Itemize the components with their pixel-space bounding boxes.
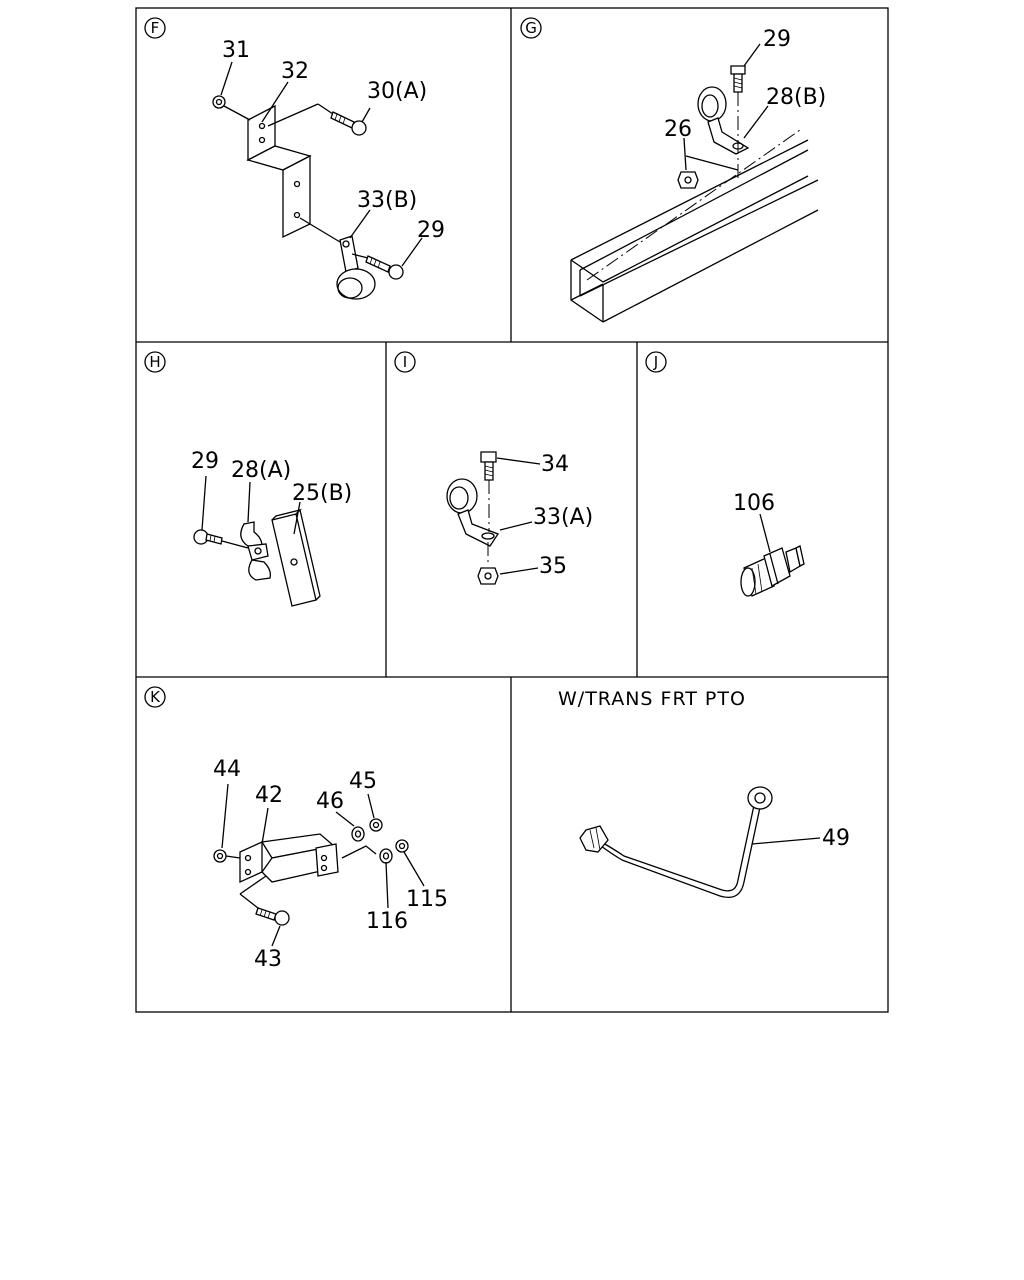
panel-g: G	[520, 17, 826, 323]
nut-44	[213, 849, 241, 863]
clamp-28b	[697, 86, 750, 155]
pipe-49	[579, 786, 773, 899]
callout-33a: 33(A)	[533, 505, 593, 530]
fitting-106	[740, 545, 805, 597]
callout-44: 44	[213, 757, 241, 782]
callout-106: 106	[733, 491, 775, 516]
callout-32: 32	[281, 59, 309, 84]
panel-caption: W/TRANS FRT PTO	[558, 688, 746, 710]
callout-42: 42	[255, 783, 283, 808]
panel-i: I 34 33(A) 35	[394, 351, 593, 585]
svg-text:H: H	[149, 353, 160, 371]
section-badge-f: F	[144, 17, 166, 39]
callout-35: 35	[539, 554, 567, 579]
section-badge-i: I	[394, 351, 416, 373]
panel-k: K	[144, 686, 448, 972]
bracket-32	[246, 104, 312, 239]
frame-channel	[570, 139, 819, 323]
washer-46	[351, 826, 365, 842]
callout-43: 43	[254, 947, 282, 972]
bolt-30a	[267, 103, 367, 136]
panel-f: F	[144, 17, 445, 300]
nut-35	[477, 542, 499, 585]
section-badge-g: G	[520, 17, 542, 39]
panel-grid	[135, 7, 889, 1013]
callout-26: 26	[664, 117, 692, 142]
callout-28a: 28(A)	[231, 458, 291, 483]
clamp-33b	[299, 217, 376, 300]
svg-text:J: J	[653, 353, 658, 371]
callout-45: 45	[349, 769, 377, 794]
plate-25b	[271, 508, 321, 607]
callout-31: 31	[222, 38, 250, 63]
bolt-29-h	[193, 529, 249, 549]
callout-46: 46	[316, 789, 344, 814]
svg-text:G: G	[525, 19, 537, 37]
nut-45	[369, 818, 383, 832]
callout-25b: 25(B)	[292, 481, 352, 506]
panel-pto: W/TRANS FRT PTO 49	[558, 688, 850, 899]
bolt-29-g	[730, 65, 746, 182]
clamp-33a	[446, 478, 499, 547]
center-line	[586, 129, 801, 281]
section-badge-k: K	[144, 686, 166, 708]
svg-text:I: I	[403, 353, 407, 371]
nut-31	[212, 95, 251, 121]
callout-116: 116	[366, 909, 408, 934]
callout-49: 49	[822, 826, 850, 851]
bracket-42	[239, 833, 339, 884]
callout-29: 29	[763, 27, 791, 52]
callout-34: 34	[541, 452, 569, 477]
washer-116	[379, 848, 393, 864]
panel-h: H 29 28(A) 25(B)	[144, 351, 352, 607]
callout-29: 29	[191, 449, 219, 474]
nut-26	[677, 155, 739, 189]
svg-text:F: F	[151, 19, 160, 37]
bolt-34	[480, 451, 497, 532]
callout-29: 29	[417, 218, 445, 243]
section-badge-h: H	[144, 351, 166, 373]
callout-33b: 33(B)	[357, 188, 417, 213]
callout-30a: 30(A)	[367, 79, 427, 104]
callout-115: 115	[406, 887, 448, 912]
callout-28b: 28(B)	[766, 85, 826, 110]
nut-115	[395, 839, 409, 853]
bolt-43	[239, 875, 290, 926]
section-badge-j: J	[645, 351, 667, 373]
clamp-28a	[240, 521, 272, 581]
svg-text:K: K	[150, 688, 161, 706]
bolt-29	[351, 253, 404, 280]
panel-j: J 106	[645, 351, 805, 597]
